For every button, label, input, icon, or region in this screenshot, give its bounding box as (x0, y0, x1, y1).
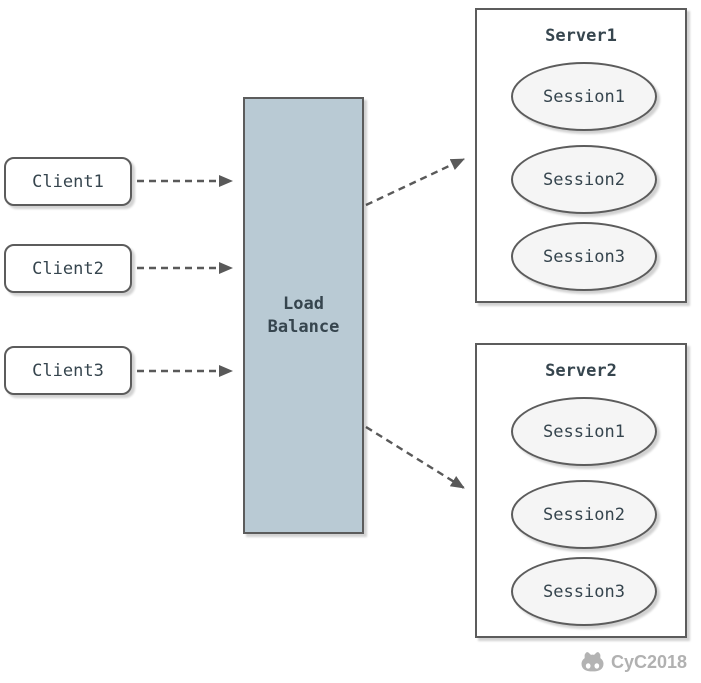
server2-session3-label: Session3 (543, 581, 625, 602)
server1-container: Server1 Session1 Session2 Session3 (475, 8, 687, 303)
server2-session3-node: Session3 (511, 557, 657, 626)
client1-node: Client1 (4, 157, 132, 206)
load-balancer-label-line1: Load (283, 293, 324, 314)
client2-label: Client2 (32, 258, 104, 279)
watermark-label: CyC2018 (611, 651, 688, 672)
client1-label: Client1 (32, 171, 104, 192)
load-balancer-label-line2: Balance (267, 316, 340, 337)
server2-session2-node: Session2 (511, 480, 657, 549)
arrow-lb-to-server2 (365, 425, 465, 490)
server1-session1-label: Session1 (543, 86, 625, 107)
server1-session3-label: Session3 (543, 246, 625, 267)
server2-session1-node: Session1 (511, 397, 657, 466)
github-cat-icon (581, 652, 604, 672)
server1-title: Server1 (545, 26, 617, 46)
server1-session1-node: Session1 (511, 62, 657, 131)
server2-container: Server2 Session1 Session2 Session3 (475, 343, 687, 638)
server1-session3-node: Session3 (511, 222, 657, 291)
client3-node: Client3 (4, 346, 132, 395)
server2-title: Server2 (545, 361, 617, 381)
arrow-lb-to-server1 (365, 157, 465, 207)
watermark: CyC2018 (579, 651, 687, 673)
server2-session1-label: Session1 (543, 421, 625, 442)
server1-session2-node: Session2 (511, 145, 657, 214)
client3-label: Client3 (32, 360, 104, 381)
load-balancer-node: Load Balance (243, 97, 364, 534)
server1-session2-label: Session2 (543, 169, 625, 190)
server2-session2-label: Session2 (543, 504, 625, 525)
client2-node: Client2 (4, 244, 132, 293)
